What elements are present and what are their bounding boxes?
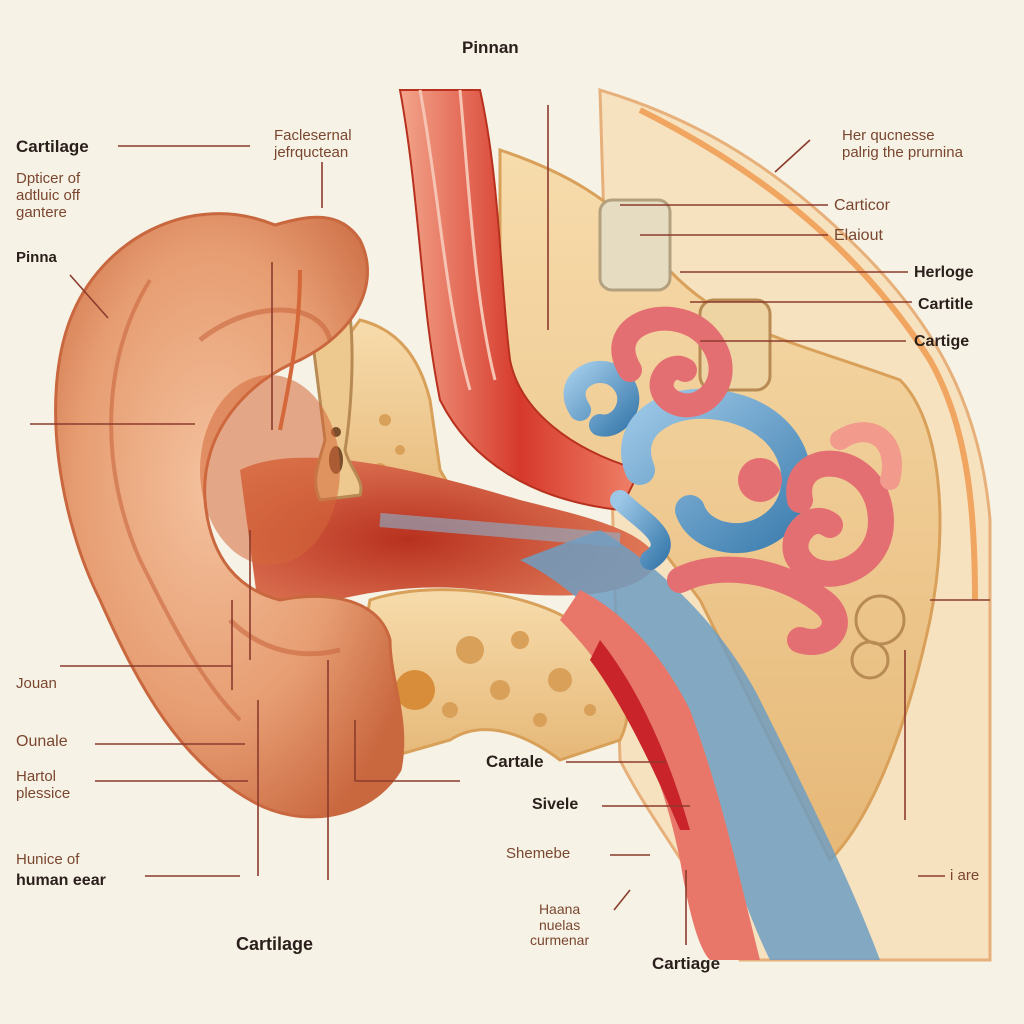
label-human-ear: human eear bbox=[16, 872, 106, 889]
label-cartilage-bottom-left: Cartilage bbox=[236, 934, 314, 954]
label-cartiage-bottom: Cartiage bbox=[652, 954, 721, 973]
label-right-top-note: Her qucnesse palrig the prurnina bbox=[842, 127, 963, 162]
cochlea bbox=[611, 306, 902, 655]
label-hartol-plessice-line-1: Hartol bbox=[16, 768, 57, 785]
label-right-top-note-line-2: palrig the prurnina bbox=[842, 143, 963, 161]
label-carticor: Carticor bbox=[834, 197, 891, 214]
temporal-bone bbox=[325, 147, 942, 863]
label-facial-canal-line-2: jefrquctean bbox=[274, 143, 349, 161]
label-elaiout: Elaiout bbox=[834, 227, 883, 244]
label-pinna-left: Pinna bbox=[16, 249, 57, 266]
label-jouan: Jouan bbox=[16, 675, 57, 692]
label-hartol-plessice-line-2: plessice bbox=[16, 784, 71, 802]
label-pinnan-top: Pinnan bbox=[462, 38, 519, 57]
label-sivele: Sivele bbox=[532, 796, 579, 813]
label-cartale: Cartale bbox=[486, 752, 544, 771]
label-description-left-line-2: adtluic off bbox=[16, 186, 80, 204]
label-haana-note: Haana nuelas curmenar bbox=[530, 901, 590, 949]
label-haana-note-line-1: Haana bbox=[538, 901, 581, 917]
label-hartol-plessice: Hartol plessice bbox=[16, 768, 71, 803]
label-description-left: Dpticer of adtluic off gantere bbox=[16, 170, 81, 221]
label-shemebe: Shemebe bbox=[506, 845, 571, 862]
label-haana-note-line-2: nuelas bbox=[538, 916, 581, 933]
semicircular-canals bbox=[563, 361, 812, 570]
leader-lines bbox=[30, 105, 990, 945]
label-right-top-note-line-1: Her qucnesse bbox=[842, 127, 935, 144]
label-facial-canal: Faclesernal jefrquctean bbox=[274, 127, 352, 162]
label-cartige: Cartige bbox=[914, 333, 970, 350]
label-haana-note-line-3: curmenar bbox=[530, 932, 590, 949]
label-cartilage-top-left: Cartilage bbox=[16, 137, 89, 156]
label-hunice-of: Hunice of bbox=[16, 851, 80, 868]
label-ounale: Ounale bbox=[16, 733, 68, 750]
label-description-left-line-3: gantere bbox=[16, 203, 67, 221]
label-i-are: i are bbox=[950, 867, 980, 884]
eustachian-tube bbox=[520, 530, 880, 960]
label-description-left-line-1: Dpticer of bbox=[16, 170, 81, 187]
label-facial-canal-line-1: Faclesernal bbox=[274, 127, 352, 144]
label-herloge: Herloge bbox=[914, 264, 974, 281]
label-cartitle: Cartitle bbox=[918, 296, 974, 313]
